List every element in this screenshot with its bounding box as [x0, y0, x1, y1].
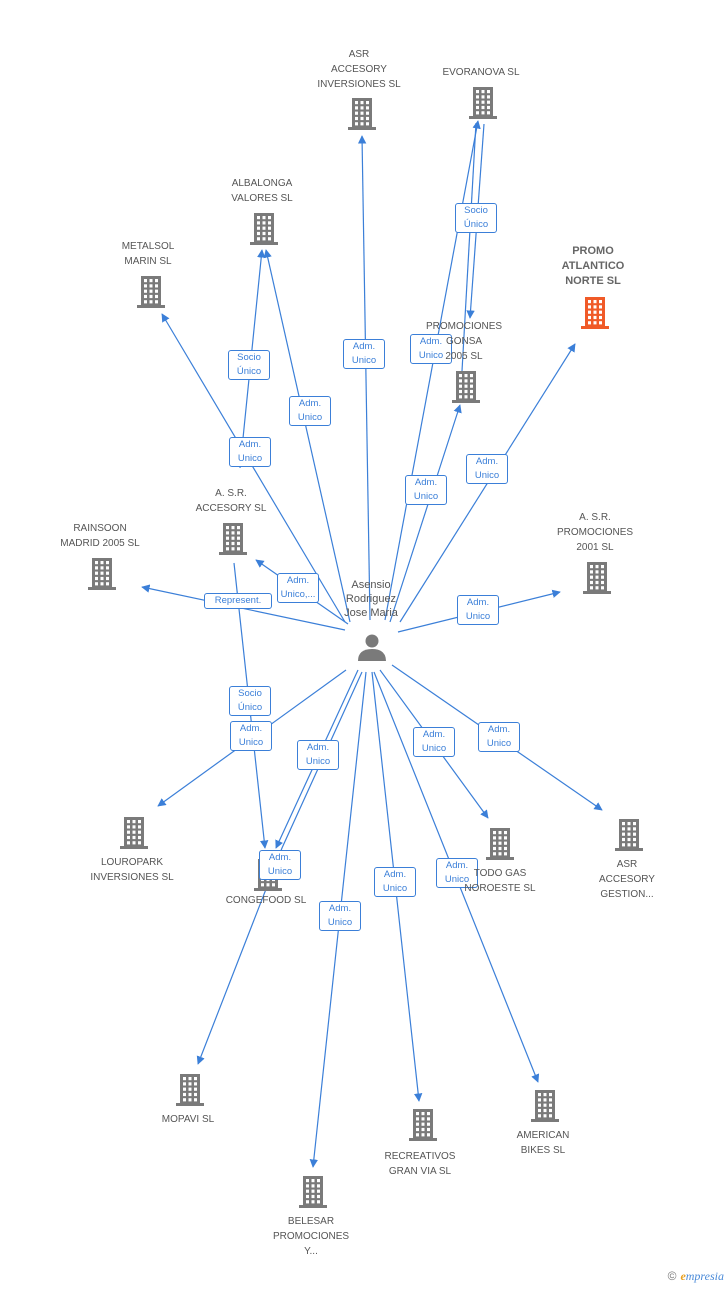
building-icon-evoranova[interactable] — [469, 87, 497, 119]
edge-person-to-metalsol — [161, 313, 346, 623]
node-label-congefood[interactable]: CONGEFOOD SL — [225, 895, 307, 906]
edge-label-person-to-congefood[interactable]: Adm. Unico — [297, 740, 339, 770]
person-label[interactable]: Asensio Rodriguez Jose Maria — [344, 579, 398, 619]
building-icon-promo_gonsa[interactable] — [452, 371, 480, 403]
edge-promo_gonsa-to-evoranova — [461, 122, 477, 372]
edge-label-person-to-recreativos[interactable]: Adm. Unico — [374, 867, 416, 897]
edge-label-person-to-mopavi[interactable]: Adm. Unico — [259, 850, 301, 880]
edge-label-person-to-belesar[interactable]: Adm. Unico — [319, 901, 361, 931]
edge-label-asr_acc-to-albalonga[interactable]: Socio Único — [228, 350, 270, 380]
building-icon-albalonga[interactable] — [250, 213, 278, 245]
building-icon-asr_inv[interactable] — [348, 98, 376, 130]
node-label-albalonga[interactable]: ALBALONGA VALORES SL — [231, 178, 293, 204]
node-label-todogas[interactable]: TODO GAS NOROESTE SL — [464, 868, 536, 894]
building-icon-asr_prom[interactable] — [583, 562, 611, 594]
building-icon-todogas[interactable] — [486, 828, 514, 860]
edge-person-to-mopavi — [196, 671, 363, 1065]
node-label-louropark[interactable]: LOUROPARK INVERSIONES SL — [90, 857, 174, 883]
building-icon-asr_gest[interactable] — [615, 819, 643, 851]
edge-label-person-to-metalsol[interactable]: Adm. Unico — [229, 437, 271, 467]
edge-label-asr_acc-to-congefood[interactable]: Socio Único — [229, 686, 271, 716]
node-label-metalsol[interactable]: METALSOL MARIN SL — [121, 241, 175, 267]
edge-label-person-to-asr_gest[interactable]: Adm. Unico — [478, 722, 520, 752]
node-label-asr_acc[interactable]: A. S.R. ACCESORY SL — [195, 488, 267, 514]
edge-label-person-to-promo_gonsa[interactable]: Adm. Unico — [405, 475, 447, 505]
node-label-rainsoon[interactable]: RAINSOON MADRID 2005 SL — [60, 523, 140, 549]
node-label-asr_prom[interactable]: A. S.R. PROMOCIONES 2001 SL — [556, 512, 634, 553]
brand-first-letter: e — [680, 1269, 686, 1283]
edge-label-person-to-asr_prom[interactable]: Adm. Unico — [457, 595, 499, 625]
building-icon-metalsol[interactable] — [137, 276, 165, 308]
edge-label-promo_gonsa-to-evoranova[interactable]: Socio Único — [455, 203, 497, 233]
node-label-promo_atl[interactable]: PROMO ATLANTICO NORTE SL — [561, 245, 625, 287]
edge-label-person-to-promo_atl[interactable]: Adm. Unico — [466, 454, 508, 484]
node-label-asr_inv[interactable]: ASR ACCESORY INVERSIONES SL — [317, 49, 401, 90]
edge-person-to-promo_gonsa — [389, 404, 462, 623]
edge-label-person-to-american[interactable]: Adm. Unico — [436, 858, 478, 888]
edge-label-person-to-louropark[interactable]: Adm. Unico — [230, 721, 272, 751]
node-label-belesar[interactable]: BELESAR PROMOCIONES Y... — [272, 1216, 350, 1257]
edge-person-to-albalonga — [263, 249, 351, 623]
edge-label-person-to-asr_acc[interactable]: Adm. Unico,... — [277, 573, 319, 603]
edge-label-person-to-todogas[interactable]: Adm. Unico — [413, 727, 455, 757]
brand-name: mpresia — [685, 1269, 724, 1283]
node-label-mopavi[interactable]: MOPAVI SL — [161, 1114, 215, 1125]
building-icon-recreativos[interactable] — [409, 1109, 437, 1141]
copyright-symbol: © — [667, 1269, 677, 1283]
edge-person-to-evoranova — [384, 120, 481, 621]
building-icon-mopavi[interactable] — [176, 1074, 204, 1106]
building-icon-asr_acc[interactable] — [219, 523, 247, 555]
node-label-recreativos[interactable]: RECREATIVOS GRAN VIA SL — [384, 1151, 456, 1177]
person-icon[interactable] — [358, 634, 386, 662]
building-icon-belesar[interactable] — [299, 1176, 327, 1208]
building-icon-promo_atl[interactable] — [581, 297, 609, 329]
edge-label-person-to-evoranova[interactable]: Adm. Unico — [410, 334, 452, 364]
edge-label-person-to-albalonga[interactable]: Adm. Unico — [289, 396, 331, 426]
building-icon-rainsoon[interactable] — [88, 558, 116, 590]
node-label-asr_gest[interactable]: ASR ACCESORY GESTION... — [599, 859, 655, 900]
edge-label-person-to-rainsoon[interactable]: Represent. — [204, 593, 272, 609]
node-label-american[interactable]: AMERICAN BIKES SL — [516, 1130, 570, 1156]
empresia-brand[interactable]: ©empresia — [668, 1269, 724, 1284]
edge-person-to-asr_inv — [357, 135, 371, 621]
building-icon-american[interactable] — [531, 1090, 559, 1122]
node-label-evoranova[interactable]: EVORANOVA SL — [442, 67, 520, 78]
edge-label-person-to-asr_inv[interactable]: Adm. Unico — [343, 339, 385, 369]
building-icon-louropark[interactable] — [120, 817, 148, 849]
nodes-layer — [88, 87, 643, 1208]
node-label-promo_gonsa[interactable]: PROMOCIONES GONSA 2005 SL — [425, 321, 503, 362]
